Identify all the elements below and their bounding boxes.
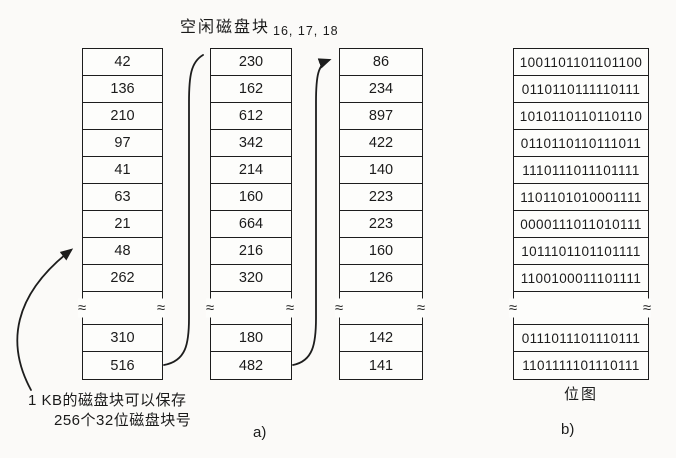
- list-cell: 41: [83, 157, 162, 184]
- list-cell: 234: [340, 76, 422, 103]
- list-cell: 86: [340, 49, 422, 76]
- list-cell: 180: [211, 325, 291, 352]
- bitmap-cell: 1100100011101111: [514, 265, 648, 292]
- figure-title: 空闲磁盘块 16, 17, 18: [180, 13, 339, 38]
- list-cell: 422: [340, 130, 422, 157]
- bitmap-cell: 1011101101101111: [514, 238, 648, 265]
- list-cell: 216: [211, 238, 291, 265]
- list-cell: 21: [83, 211, 162, 238]
- free-list-block-3: 86 234 897 422 140 223 223 160 126 ≈ ≈ 1…: [334, 48, 426, 380]
- list-cell: 140: [340, 157, 422, 184]
- bitmap-cell: 0111011101110111: [514, 325, 648, 352]
- list-cell: 612: [211, 103, 291, 130]
- list-cell: 63: [83, 184, 162, 211]
- bitmap-cell: 0110110111110111: [514, 76, 648, 103]
- list-cell: 214: [211, 157, 291, 184]
- column-break: ≈ ≈: [334, 292, 426, 325]
- capacity-note-line2: 256个32位磁盘块号: [54, 412, 192, 430]
- list-cell: 97: [83, 130, 162, 157]
- list-cell: 42: [83, 49, 162, 76]
- bitmap-block: 1001101101101100 0110110111110111 101011…: [508, 48, 652, 380]
- list-cell: 162: [211, 76, 291, 103]
- capacity-note-line1: 1 KB的磁盘块可以保存: [28, 392, 187, 409]
- list-cell: 160: [211, 184, 291, 211]
- bitmap-cell: 0110110110111011: [514, 130, 648, 157]
- bitmap-cell: 1110111011101111: [514, 157, 648, 184]
- column-break: ≈ ≈: [205, 292, 295, 325]
- list-cell: 342: [211, 130, 291, 157]
- free-list-block-1: 42 136 210 97 41 63 21 48 262 ≈ ≈ 310 51…: [77, 48, 166, 380]
- list-cell: 897: [340, 103, 422, 130]
- list-cell: 230: [211, 49, 291, 76]
- list-cell: 160: [340, 238, 422, 265]
- list-cell: 142: [340, 325, 422, 352]
- list-cell: 664: [211, 211, 291, 238]
- list-cell: 141: [368, 357, 394, 374]
- break-squiggle-icon: ≈: [156, 298, 166, 318]
- list-cell: 482: [238, 357, 264, 374]
- break-squiggle-icon: ≈: [285, 298, 295, 318]
- bitmap-cell: 0000111011010111: [514, 211, 648, 238]
- bitmap-label: 位图: [563, 386, 598, 403]
- list2-to-list3-connector: [292, 58, 332, 366]
- sublabel-b: b): [561, 421, 575, 438]
- list1-to-list2-connector: [163, 54, 204, 366]
- title-subscript: 16, 17, 18: [273, 24, 339, 38]
- capacity-note: 1 KB的磁盘块可以保存 256个32位磁盘块号: [28, 391, 191, 432]
- sublabel-a: a): [253, 424, 267, 441]
- list-cell: 136: [83, 76, 162, 103]
- column-break: ≈ ≈: [508, 292, 652, 325]
- list-cell: 210: [83, 103, 162, 130]
- bitmap-cell: 1001101101101100: [514, 49, 648, 76]
- break-squiggle-icon: ≈: [642, 298, 652, 318]
- break-squiggle-icon: ≈: [334, 298, 344, 318]
- free-list-block-2: 230 162 612 342 214 160 664 216 320 ≈ ≈ …: [205, 48, 295, 380]
- break-squiggle-icon: ≈: [77, 298, 87, 318]
- note-arrow: [16, 248, 74, 391]
- break-squiggle-icon: ≈: [205, 298, 215, 318]
- list-cell: 223: [340, 211, 422, 238]
- list-cell: 320: [211, 265, 291, 292]
- list-cell: 262: [83, 265, 162, 292]
- list-cell: 223: [340, 184, 422, 211]
- break-squiggle-icon: ≈: [416, 298, 426, 318]
- title-text: 空闲磁盘块: [180, 19, 271, 36]
- list-cell: 48: [83, 238, 162, 265]
- break-squiggle-icon: ≈: [508, 298, 518, 318]
- list-cell: 516: [110, 357, 135, 374]
- list-cell: 310: [83, 325, 162, 352]
- column-break: ≈ ≈: [77, 292, 166, 325]
- bitmap-cell: 1010110110110110: [514, 103, 648, 130]
- bitmap-cell: 1101101010001111: [514, 184, 648, 211]
- bitmap-cell: 1101111101110111: [522, 358, 640, 373]
- list-cell: 126: [340, 265, 422, 292]
